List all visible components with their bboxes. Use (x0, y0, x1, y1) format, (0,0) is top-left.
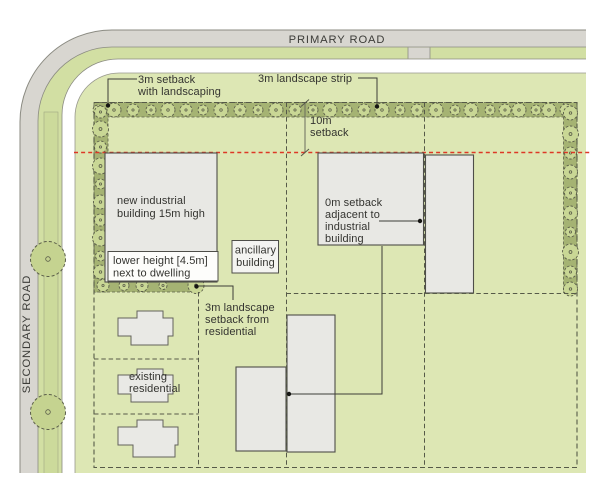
upper-right-building (424, 154, 475, 294)
tree-icon (322, 102, 338, 118)
tree-icon (498, 103, 512, 117)
leader-3m-setback (107, 78, 137, 104)
existing-house-3 (117, 419, 179, 458)
lower-right-adjacent-building (286, 314, 336, 453)
middle-industrial-building (317, 152, 425, 246)
tree-icon (530, 104, 542, 116)
label-10m-setback-2: setback (310, 127, 349, 139)
lower-left-adjacent-building (235, 366, 287, 452)
tree-icon (95, 178, 106, 190)
label-ancillary-2: building (236, 257, 275, 269)
label-0m-setback-4: building (325, 233, 364, 245)
tree-icon (541, 102, 557, 118)
tree-icon (565, 226, 576, 238)
tree-icon (563, 205, 578, 221)
label-3m-setback-1: 3m setback (138, 74, 196, 86)
ancillary-building-box (231, 240, 279, 274)
label-new-industrial-2: building 15m high (117, 208, 205, 220)
tree-icon (118, 280, 130, 291)
label-0m-setback-3: industrial (325, 221, 370, 233)
label-new-industrial-1: new industrial (117, 195, 186, 207)
existing-house-1 (117, 310, 174, 346)
tree-icon (463, 102, 479, 118)
tree-icon (94, 213, 107, 227)
tree-icon (30, 241, 66, 277)
leader-landscape-strip (358, 77, 378, 105)
tree-icon (564, 186, 577, 200)
page-margin-bottom (0, 473, 600, 488)
tree-icon (197, 104, 209, 116)
tree-icon (252, 104, 264, 116)
label-landscape-setback-3: residential (205, 326, 256, 338)
tree-icon (288, 103, 302, 117)
tree-icon (562, 125, 579, 143)
label-landscape-strip: 3m landscape strip (258, 73, 352, 85)
tree-icon (92, 120, 109, 138)
label-landscape-setback-1: 3m landscape (205, 302, 275, 314)
tree-icon (126, 103, 140, 117)
leader-landscape-setback (198, 285, 234, 300)
tree-icon (106, 102, 122, 118)
secondary-road-label: SECONDARY ROAD (21, 275, 33, 394)
dimension-10m-setback (300, 99, 310, 157)
driveway-crossing (407, 47, 431, 59)
tree-icon (564, 265, 577, 279)
label-lower-height-1: lower height [4.5m] (113, 255, 208, 267)
tree-icon (179, 103, 193, 117)
tree-icon (160, 102, 176, 118)
tree-icon (94, 105, 107, 119)
tree-icon (233, 103, 247, 117)
label-lower-height-2: next to dwelling (113, 268, 190, 280)
tree-icon (145, 104, 157, 116)
label-10m-setback-1: 10m (310, 115, 332, 127)
leader-dots (105, 103, 423, 397)
tree-icon (357, 103, 371, 117)
tree-icon (410, 103, 424, 117)
tree-icon (563, 281, 578, 297)
tree-icon (394, 104, 406, 116)
tree-icon (563, 164, 578, 180)
label-landscape-setback-2: setback from (205, 314, 269, 326)
tree-icon (213, 102, 229, 118)
label-ancillary-1: ancillary (235, 245, 277, 257)
label-3m-setback-2: with landscaping (137, 86, 221, 98)
label-existing-residential-1: existing (129, 371, 167, 383)
label-existing-residential-2: residential (129, 383, 180, 395)
tree-icon (307, 104, 319, 116)
primary-road-label: PRIMARY ROAD (289, 34, 386, 46)
tree-icon (158, 281, 168, 290)
tree-icon (341, 104, 353, 116)
tree-icon (94, 140, 107, 154)
label-0m-setback-2: adjacent to (325, 209, 380, 221)
tree-icon (268, 102, 284, 118)
tree-icon (30, 394, 66, 430)
tree-icon (511, 102, 527, 118)
tree-icon (562, 243, 579, 261)
lower-height-label-box (107, 251, 219, 282)
page-margin-right (586, 0, 600, 488)
label-0m-setback-1: 0m setback (325, 197, 383, 209)
leader-0m-setback-b (291, 246, 383, 395)
trees-layer (30, 102, 579, 430)
tree-icon (484, 104, 496, 116)
tree-icon (449, 104, 461, 116)
existing-house-2 (117, 368, 174, 403)
tree-icon (95, 250, 106, 262)
tree-icon (563, 105, 578, 121)
tree-icon (428, 102, 444, 118)
site-boundary (93, 101, 578, 469)
